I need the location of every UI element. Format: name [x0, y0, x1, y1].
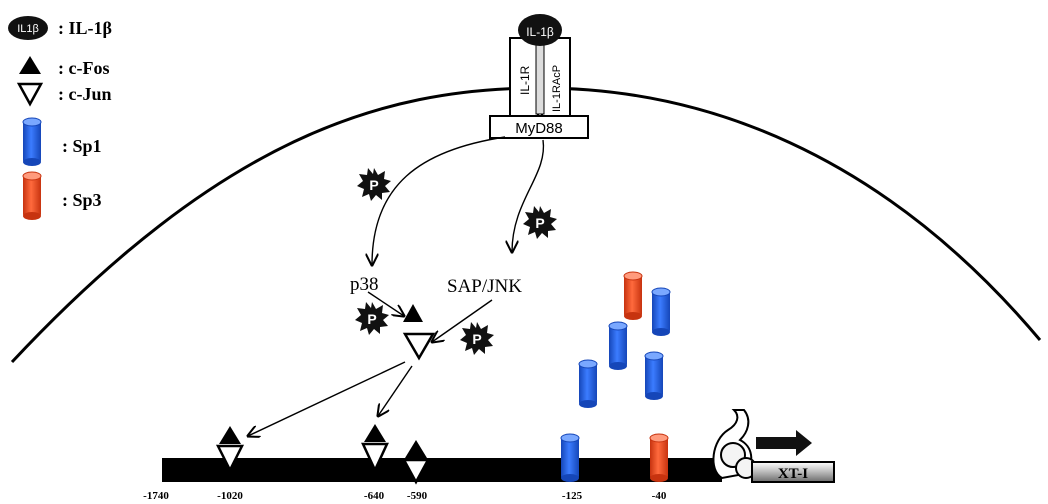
ap1-site-1020 [215, 426, 245, 473]
cjun-legend-label: : c-Jun [58, 84, 112, 104]
receptor-complex: IL-1R IL-1RAcP IL-1β MyD88 [489, 14, 589, 139]
cjun-legend-icon [16, 82, 44, 107]
sp1-factor [578, 359, 598, 409]
sp1-site-125 [560, 433, 580, 483]
sp1-legend-icon [22, 117, 42, 167]
il1racp-label: IL-1RAcP [551, 65, 563, 112]
phospho-icon: P [355, 302, 389, 335]
il1b-legend-icon [8, 16, 48, 40]
position-label: -1020 [217, 490, 243, 502]
il1r-label: IL-1R [518, 65, 532, 95]
arrow-jnk-to-ap1 [432, 299, 493, 342]
transcription-complex [712, 409, 757, 480]
sp1-legend-label: : Sp1 [62, 136, 102, 156]
svg-text:P: P [367, 311, 376, 327]
xt1-gene-label: XT-I [778, 466, 808, 482]
legend: IL1β : IL-1β : c-Fos : c-Jun : Sp1 : Sp3 [8, 16, 112, 221]
phospho-icon: P [460, 322, 494, 355]
ap1-site-590 [401, 440, 431, 485]
xt1-gene-box [751, 461, 835, 483]
cfos-icon [403, 304, 423, 322]
sapjnk-label: SAP/JNK [447, 276, 522, 297]
position-label: -125 [562, 490, 583, 502]
cfos-legend-label: : c-Fos [58, 58, 109, 78]
arrow-to-sapjnk [512, 139, 545, 252]
position-label: -40 [652, 490, 667, 502]
sp1-factor [651, 287, 671, 337]
myd88-label: MyD88 [515, 120, 563, 137]
il1b-ligand [518, 14, 562, 46]
svg-text:P: P [535, 215, 544, 231]
svg-text:P: P [369, 177, 378, 193]
svg-text:P: P [472, 331, 481, 347]
position-label: -640 [364, 490, 385, 502]
position-label: -1740 [143, 490, 169, 502]
phospho-icon: P [523, 206, 557, 239]
il1b-ligand-label: IL-1β [526, 25, 554, 39]
il1b-legend-label: : IL-1β [58, 18, 112, 38]
sp1-factor [644, 351, 664, 401]
il1b-legend-badge: IL1β [17, 23, 39, 35]
sp1-factor [608, 321, 628, 371]
sp3-site-40 [649, 433, 669, 483]
position-label: -590 [407, 490, 428, 502]
cfos-legend-icon [19, 56, 41, 74]
arrow-ap1-to-1020 [248, 361, 406, 436]
sp3-factor [623, 271, 643, 321]
arrow-ap1-to-640 [378, 365, 413, 416]
sp3-legend-icon [22, 171, 42, 221]
transcription-start-arrow-icon [756, 430, 812, 456]
dna-strand [162, 458, 722, 482]
arrow-to-p38 [372, 136, 506, 265]
arrow-p38-to-ap1 [367, 291, 404, 316]
phospho-icon: P [357, 168, 391, 201]
ap1-site-640 [361, 424, 389, 473]
sp3-legend-label: : Sp3 [62, 190, 102, 210]
p38-label: p38 [350, 274, 379, 295]
cjun-icon [402, 332, 436, 361]
myd88-box [489, 115, 589, 139]
